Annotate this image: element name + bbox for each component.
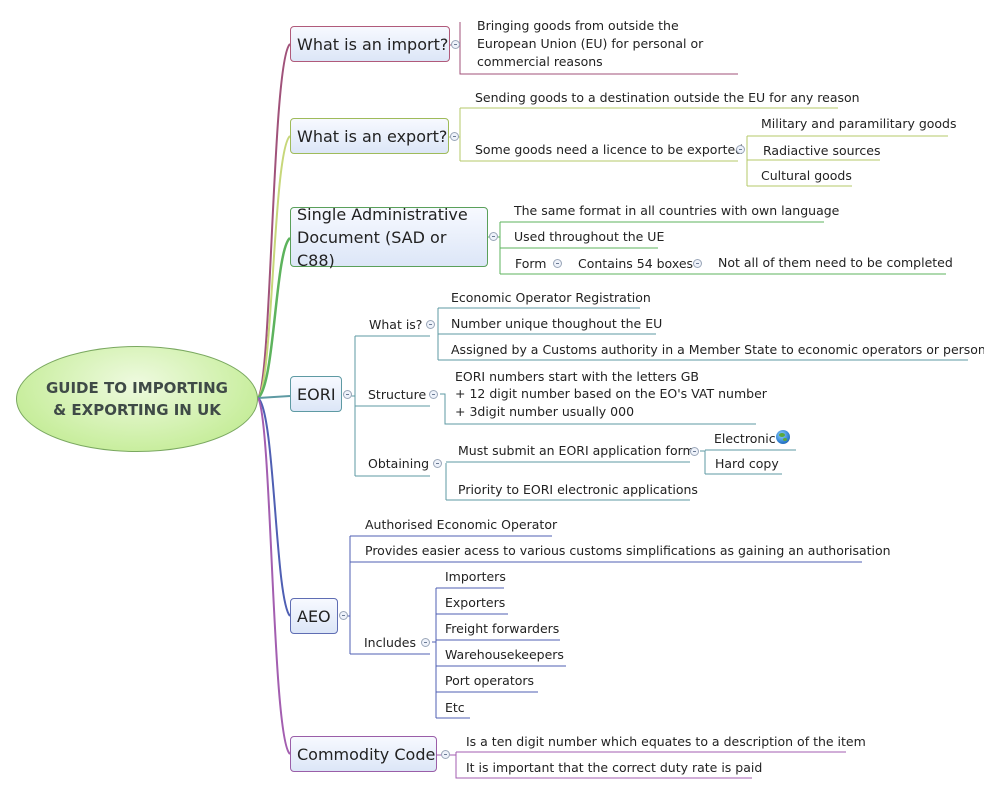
- aeo-includes-item: Exporters: [445, 595, 506, 610]
- collapse-toggle-licence[interactable]: [736, 145, 745, 154]
- licence-item: Military and paramilitary goods: [761, 116, 957, 131]
- aeo-authorised: Authorised Economic Operator: [365, 517, 558, 532]
- eori-obtaining: Obtaining: [368, 456, 430, 471]
- licence-item: Cultural goods: [761, 168, 852, 183]
- collapse-toggle-must-submit[interactable]: [690, 447, 699, 456]
- topic-import[interactable]: What is an import?: [290, 26, 450, 62]
- licence-item: Radiactive sources: [763, 143, 881, 158]
- collapse-toggle-import[interactable]: [451, 40, 460, 49]
- topic-aeo-title: AEO: [297, 606, 331, 626]
- collapse-toggle-eori[interactable]: [343, 390, 352, 399]
- collapse-toggle-export[interactable]: [450, 132, 459, 141]
- collapse-toggle-what-is[interactable]: [426, 320, 435, 329]
- eori-structure-line: + 12 digit number based on the EO's VAT …: [455, 386, 767, 401]
- sad-same-format: The same format in all countries with ow…: [514, 203, 840, 218]
- sad-used: Used throughout the UE: [514, 229, 665, 244]
- aeo-includes-item: Freight forwarders: [445, 621, 560, 636]
- topic-eori[interactable]: EORI: [290, 376, 342, 412]
- collapse-toggle-aeo[interactable]: [339, 611, 348, 620]
- topic-export[interactable]: What is an export?: [290, 118, 449, 154]
- collapse-toggle-commodity[interactable]: [441, 750, 450, 759]
- aeo-includes-item: Port operators: [445, 673, 535, 688]
- topic-export-title: What is an export?: [297, 126, 448, 146]
- globe-icon: [776, 430, 790, 444]
- sad-form: Form: [515, 256, 547, 271]
- eori-priority: Priority to EORI electronic applications: [458, 482, 698, 497]
- collapse-toggle-obtaining[interactable]: [433, 459, 442, 468]
- topic-aeo[interactable]: AEO: [290, 598, 338, 634]
- eori-must-submit: Must submit an EORI application form: [458, 443, 695, 458]
- branch-commodity: [257, 397, 291, 755]
- topic-eori-title: EORI: [297, 384, 336, 404]
- branch-export: [257, 135, 291, 399]
- eori-hard-copy: Hard copy: [715, 456, 779, 471]
- collapse-toggle-form[interactable]: [553, 259, 562, 268]
- topic-import-title: What is an import?: [297, 34, 449, 54]
- eori-what-item: Number unique thoughout the EU: [451, 316, 663, 331]
- topic-sad-title: Single Administrative Document (SAD or C…: [297, 204, 468, 270]
- central-topic[interactable]: GUIDE TO IMPORTING & EXPORTING IN UK: [16, 346, 258, 452]
- eori-structure-line: + 3digit number usually 000: [455, 404, 635, 419]
- collapse-toggle-structure[interactable]: [429, 390, 438, 399]
- eori-structure: Structure: [368, 387, 427, 402]
- export-licence: Some goods need a licence to be exported: [475, 142, 744, 157]
- collapse-toggle-sad[interactable]: [489, 232, 498, 241]
- sad-not-all: Not all of them need to be completed: [718, 255, 953, 270]
- aeo-includes-item: Etc: [445, 700, 465, 715]
- topic-sad[interactable]: Single Administrative Document (SAD or C…: [290, 205, 488, 270]
- branch-sad: [257, 237, 291, 399]
- aeo-includes-item: Importers: [445, 569, 506, 584]
- import-description: Bringing goods from outside the European…: [477, 18, 704, 69]
- topic-commodity-code[interactable]: Commodity Code: [290, 736, 437, 772]
- topic-commodity-title: Commodity Code: [297, 744, 436, 764]
- export-destination: Sending goods to a destination outside t…: [475, 90, 860, 105]
- branch-eori: [257, 395, 291, 399]
- central-title: GUIDE TO IMPORTING & EXPORTING IN UK: [45, 379, 228, 419]
- aeo-includes-item: Warehousekeepers: [445, 647, 564, 662]
- collapse-toggle-boxes[interactable]: [693, 259, 702, 268]
- eori-what-item: Economic Operator Registration: [451, 290, 651, 305]
- commodity-duty: It is important that the correct duty ra…: [466, 760, 763, 775]
- eori-what-item: Assigned by a Customs authority in a Mem…: [451, 342, 984, 357]
- branch-import: [257, 43, 291, 399]
- sad-boxes: Contains 54 boxes: [578, 256, 694, 271]
- aeo-includes: Includes: [364, 635, 417, 650]
- eori-what-is: What is?: [369, 317, 423, 332]
- branch-aeo: [257, 397, 291, 617]
- eori-electronic: Electronic: [714, 431, 776, 446]
- aeo-provides: Provides easier acess to various customs…: [365, 543, 891, 558]
- eori-structure-line: EORI numbers start with the letters GB: [455, 369, 699, 384]
- commodity-ten-digit: Is a ten digit number which equates to a…: [466, 734, 866, 749]
- collapse-toggle-includes[interactable]: [421, 638, 430, 647]
